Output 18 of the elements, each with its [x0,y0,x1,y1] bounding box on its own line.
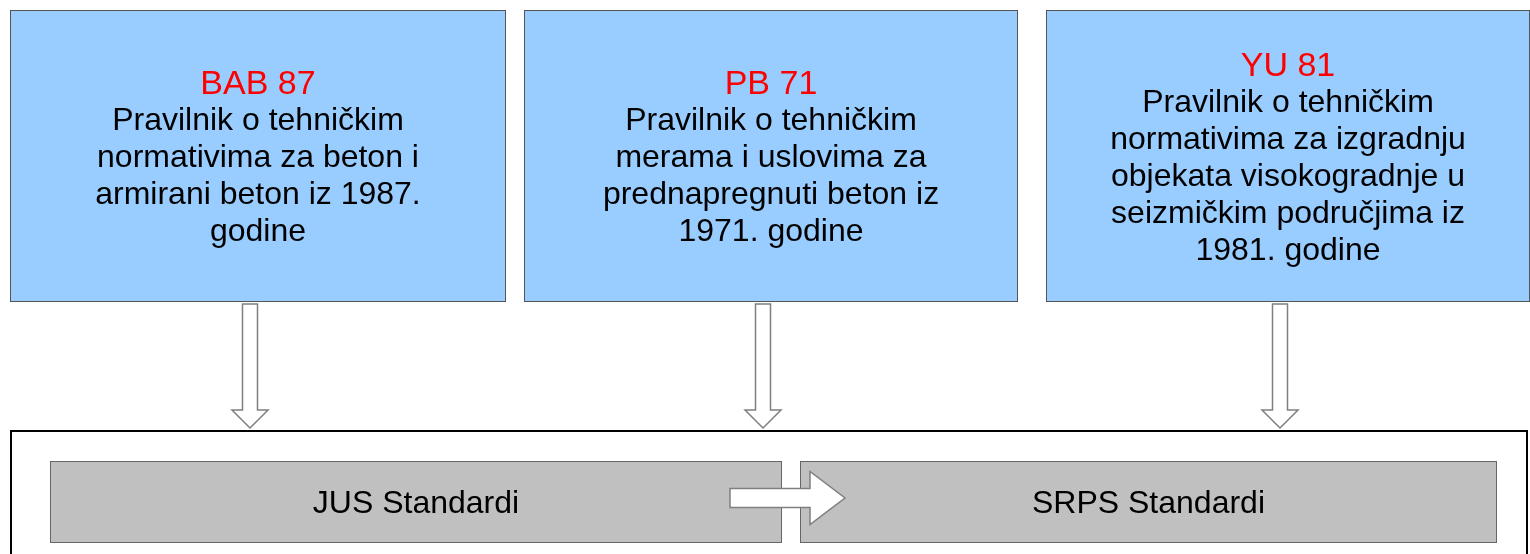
description-text: Pravilnik o tehničkim normativima za izgradnju objekata visokogradnje u seizmičkim područjima iz 1981. godine [1109,82,1467,268]
block-arrow [230,303,270,430]
description-text: Pravilnik o tehničkim merama i uslovima za prednapregnuti beton iz 1971. godine [601,101,941,249]
standards-box [800,461,1497,543]
rulebook-box [10,10,506,302]
block-arrow [743,303,783,430]
block-arrow [729,470,847,526]
code-label: YU 81 [1240,44,1336,83]
block-arrow [1260,303,1300,430]
code-label: BAB 87 [200,63,316,101]
code-label: PB 71 [724,63,818,101]
description-text: SRPS Standardi [1032,483,1265,521]
rulebook-box [1046,10,1530,302]
description-text: JUS Standardi [312,483,520,521]
standards-box [50,461,782,543]
description-text: Pravilnik o tehničkim normativima za beton i armirani beton iz 1987. godine [94,101,422,249]
standards-frame [10,430,1528,554]
rulebook-box [524,10,1018,302]
